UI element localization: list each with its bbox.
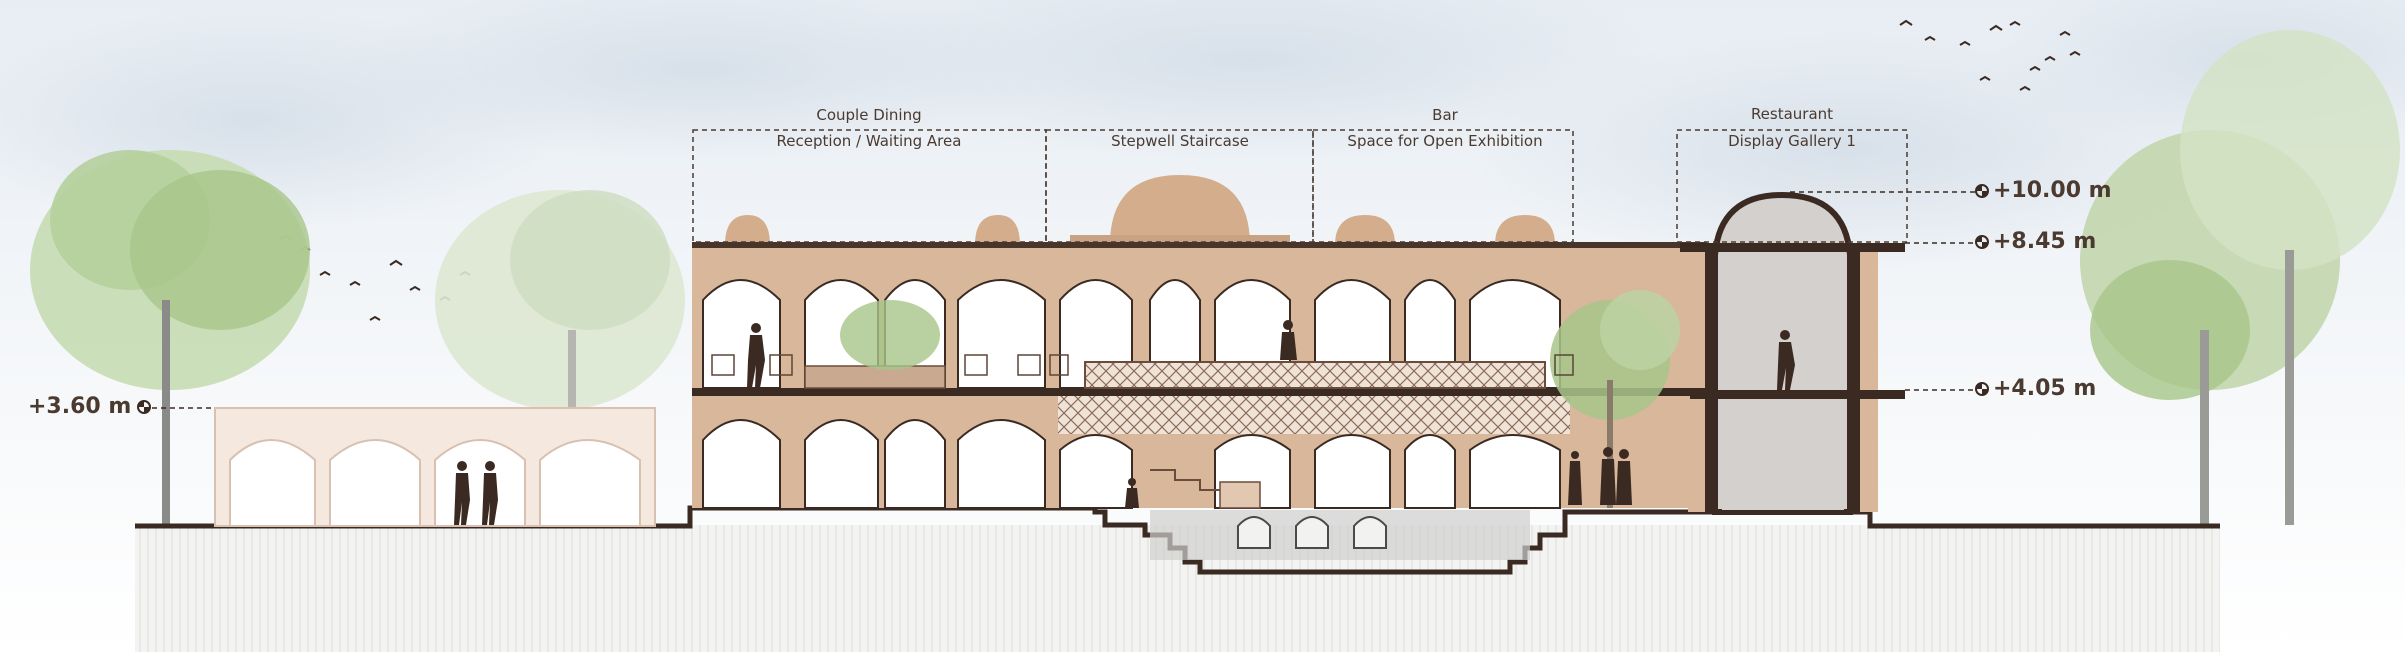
- zone-boxes: [692, 129, 1908, 243]
- railing-left: [804, 365, 946, 389]
- level-symbol-icon: [1975, 184, 1989, 198]
- stepwell-niches: [1237, 516, 1387, 549]
- level-marker-360: +3.60 m: [28, 394, 155, 419]
- level-marker-845: +8.45 m: [1975, 229, 2096, 254]
- level-value: +3.60 m: [28, 394, 132, 419]
- tree-exhibition: [1550, 290, 1680, 508]
- lower-arches-left: [702, 419, 1046, 509]
- chairs: [711, 354, 1574, 376]
- people: [454, 320, 1795, 525]
- arcade-left: [214, 407, 656, 527]
- level-symbol-icon: [1975, 382, 1989, 396]
- level-lines: [1790, 191, 1975, 391]
- level-symbol-icon: [137, 400, 152, 414]
- zone-title-gallery: Display Gallery 1: [1728, 132, 1856, 150]
- gallery-slab-405: [1690, 390, 1905, 399]
- dome-small-3: [1335, 215, 1395, 245]
- zone-title-reception: Reception / Waiting Area: [776, 132, 962, 150]
- cloud: [830, 0, 1670, 160]
- gallery-wall-right: [1850, 248, 1860, 512]
- zone-title-bar: Bar: [1432, 106, 1458, 124]
- level-marker-10: +10.00 m: [1975, 178, 2112, 203]
- roof-slab: [692, 242, 1707, 248]
- dome-main: [1110, 175, 1250, 245]
- level-value: +8.45 m: [1993, 229, 2097, 254]
- gallery-wall-left: [1705, 248, 1715, 512]
- stepwell-steps-block: [1219, 481, 1261, 509]
- zone-title-couple-dining: Couple Dining: [816, 106, 922, 124]
- level-value: +10.00 m: [1993, 178, 2112, 203]
- zone-title-exhibition: Space for Open Exhibition: [1347, 132, 1543, 150]
- level-symbol-icon: [1975, 235, 1989, 249]
- tree-mid-left: [435, 190, 685, 525]
- tree-courtyard: [840, 300, 940, 370]
- tree-right: [2080, 30, 2400, 525]
- stepwell-pit: [1150, 510, 1530, 560]
- dome-small-1: [725, 215, 770, 245]
- ground-profile: [135, 505, 2220, 575]
- dome-small-2: [975, 215, 1020, 245]
- level-marker-405: +4.05 m: [1975, 376, 2096, 401]
- floor-slab: [692, 388, 1707, 396]
- gallery-lower-space: [1722, 400, 1844, 510]
- zone-title-stepwell: Stepwell Staircase: [1111, 132, 1249, 150]
- level-value: +4.05 m: [1993, 376, 2097, 401]
- birds-right: [1899, 19, 2081, 91]
- balustrade: [1084, 361, 1546, 389]
- tree-left: [30, 150, 310, 525]
- dome-small-4: [1495, 215, 1555, 245]
- zone-title-restaurant: Restaurant: [1750, 105, 1834, 123]
- jali-band: [1058, 396, 1570, 434]
- gallery-slab-845: [1680, 243, 1905, 252]
